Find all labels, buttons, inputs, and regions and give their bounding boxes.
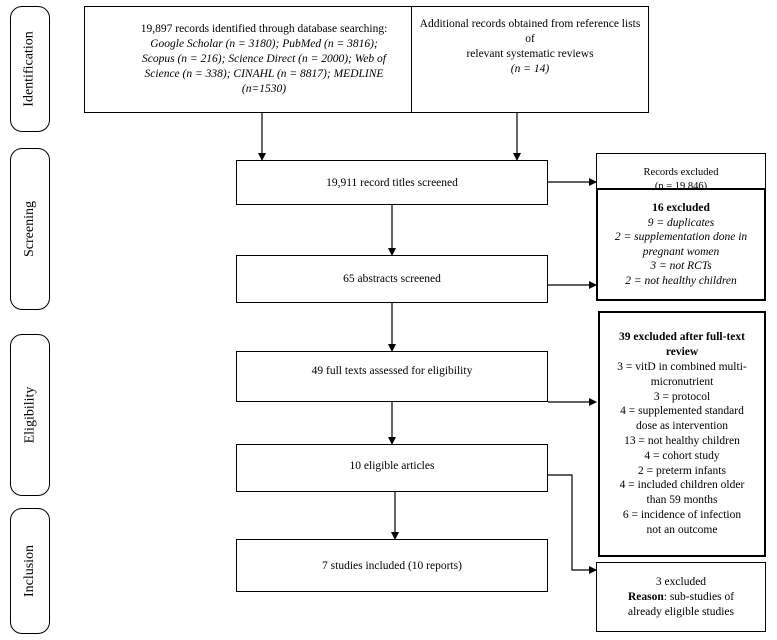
excluded39-title-2: review (665, 346, 699, 359)
excluded39-item: 3 = protocol (653, 390, 711, 403)
identified-line-5: (n=1530) (241, 83, 287, 95)
stage-inclusion: Inclusion (10, 508, 50, 634)
records-excluded-line-1: Records excluded (643, 167, 719, 178)
additional-line-2: relevant systematic reviews (466, 48, 594, 60)
box-records-screened: 19,911 record titles screened (236, 160, 548, 205)
excluded39-item: micronutrient (650, 375, 714, 388)
identified-line-3: Scopus (n = 216); Science Direct (n = 20… (142, 53, 386, 65)
excluded16-item: 2 = supplementation done in (614, 231, 748, 243)
excluded39-item: 13 = not healthy children (624, 435, 740, 447)
box-records-identified: 19,897 records identified through databa… (84, 6, 444, 113)
excluded3-line-1: 3 excluded (655, 575, 707, 588)
identified-line-2: Google Scholar (n = 3180); PubMed (n = 3… (150, 38, 378, 50)
stage-identification: Identification (10, 6, 50, 132)
excluded3-reason: Reason: sub-studies of (628, 590, 734, 605)
excluded39-item: 4 = cohort study (644, 449, 720, 462)
excluded3-reason-label: Reason (627, 590, 664, 603)
excluded16-item: 9 = duplicates (647, 216, 715, 229)
box-excluded-39: 39 excluded after full-text review 3 = v… (598, 311, 766, 557)
excluded3-reason-text: : sub-studies of (663, 590, 735, 603)
stage-screening: Screening (10, 148, 50, 310)
box-eligible-articles: 10 eligible articles (236, 444, 548, 492)
excluded16-item: pregnant women (642, 245, 720, 258)
identified-line-1: 19,897 records identified through databa… (140, 23, 388, 35)
excluded39-item: than 59 months (646, 494, 718, 507)
excluded39-item: not an outcome (646, 523, 718, 536)
box-excluded-3: 3 excluded Reason: sub-studies of alread… (596, 562, 766, 632)
identified-line-4: Science (n = 338); CINAHL (n = 8817); ME… (144, 68, 384, 80)
fulltexts-text: 49 full texts assessed for eligibility (311, 365, 473, 377)
eligible-text: 10 eligible articles (349, 460, 435, 472)
box-studies-included: 7 studies included (10 reports) (236, 539, 548, 592)
box-abstracts-screened: 65 abstracts screened (236, 255, 548, 303)
box-fulltexts-assessed: 49 full texts assessed for eligibility (236, 351, 548, 402)
additional-line-3: (n = 14) (510, 63, 550, 75)
records-excluded-line-2: (n = 19,846) (654, 181, 708, 192)
excluded39-title-1: 39 excluded after full-text (619, 331, 745, 344)
additional-line-1: Additional records obtained from referen… (419, 18, 641, 45)
excluded39-item: 2 = preterm infants (638, 464, 726, 477)
excluded16-item: 2 = not healthy children (625, 274, 737, 287)
box-excluded-16: 16 excluded 9 = duplicates 2 = supplemen… (596, 188, 766, 301)
excluded39-item: 4 = included children older (619, 479, 745, 492)
screened-text: 19,911 record titles screened (326, 176, 458, 189)
excluded39-item: 6 = incidence of infection (622, 508, 742, 521)
excluded3-line-3: already eligible studies (627, 605, 735, 618)
box-additional-records: Additional records obtained from referen… (411, 6, 649, 113)
abstracts-text: 65 abstracts screened (343, 273, 441, 285)
included-text: 7 studies included (10 reports) (322, 559, 462, 572)
excluded39-item: 4 = supplemented standard (620, 405, 744, 418)
stage-eligibility: Eligibility (10, 334, 50, 496)
arrow-eligible-to-excluded3 (548, 474, 597, 574)
excluded16-item: 3 = not RCTs (650, 260, 712, 272)
excluded39-item: 3 = vitD in combined multi- (617, 361, 747, 374)
excluded39-item: dose as intervention (636, 420, 728, 433)
excluded16-title: 16 excluded (652, 202, 710, 214)
